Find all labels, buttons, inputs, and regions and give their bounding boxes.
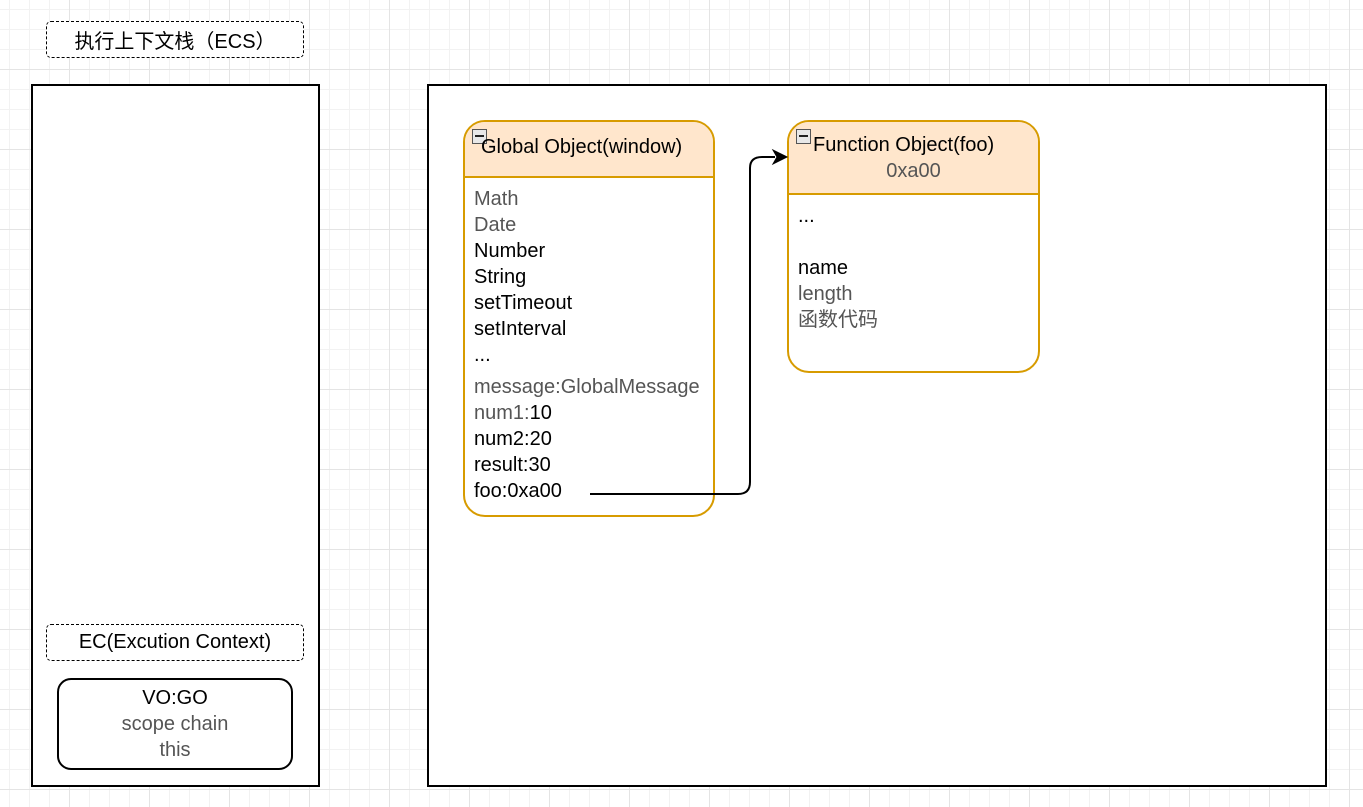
function-object-body: ... name length 函数代码 bbox=[789, 195, 1038, 333]
arrowhead-icon bbox=[771, 148, 789, 166]
collapse-icon[interactable] bbox=[472, 129, 487, 144]
vo-box: VO:GO scope chain this bbox=[57, 678, 293, 770]
this-text: this bbox=[159, 739, 191, 761]
list-item: Math bbox=[474, 188, 519, 210]
name-prop: name bbox=[798, 257, 849, 279]
ec-label: EC(Excution Context) bbox=[46, 624, 304, 661]
global-object-builtins: Math Date Number String setTimeout setIn… bbox=[465, 178, 713, 368]
foo-reference-edge bbox=[590, 156, 775, 495]
ellipsis-text: ... bbox=[798, 205, 815, 227]
result-var: result:30 bbox=[474, 454, 551, 476]
global-object-header: Global Object(window) bbox=[465, 122, 713, 178]
list-item: setInterval bbox=[474, 318, 567, 340]
list-item: ... bbox=[474, 344, 491, 366]
function-object-title: Function Object(foo) bbox=[813, 134, 995, 156]
list-item: String bbox=[474, 266, 527, 288]
function-object-node[interactable]: Function Object(foo) 0xa00 ... name leng… bbox=[787, 120, 1040, 373]
global-object-node[interactable]: Global Object(window) Math Date Number S… bbox=[463, 120, 715, 517]
num1-key: num1: bbox=[474, 402, 530, 424]
num1-var: num1:10 bbox=[474, 400, 713, 426]
ec-label-text: EC(Excution Context) bbox=[78, 631, 272, 653]
message-var: message:GlobalMessage bbox=[474, 376, 700, 398]
vo-go-text: VO:GO bbox=[142, 687, 208, 709]
list-item: setTimeout bbox=[474, 292, 573, 314]
list-item: Number bbox=[474, 240, 546, 262]
global-object-vars: message:GlobalMessage num1:10 num2:20 re… bbox=[465, 368, 713, 504]
function-object-header: Function Object(foo) 0xa00 bbox=[789, 122, 1038, 195]
ecs-title: 执行上下文栈（ECS） bbox=[46, 21, 304, 58]
num1-value: 10 bbox=[529, 402, 552, 424]
ecs-title-text: 执行上下文栈（ECS） bbox=[74, 31, 276, 53]
foo-var: foo:0xa00 bbox=[474, 480, 562, 502]
list-item: Date bbox=[474, 214, 517, 236]
function-object-address: 0xa00 bbox=[886, 160, 941, 182]
collapse-icon[interactable] bbox=[796, 129, 811, 144]
num2-var: num2:20 bbox=[474, 428, 552, 450]
global-object-title: Global Object(window) bbox=[481, 136, 683, 158]
length-prop: length bbox=[798, 283, 853, 305]
function-code: 函数代码 bbox=[798, 309, 878, 331]
scope-chain-text: scope chain bbox=[121, 713, 229, 735]
ecs-stack-panel bbox=[31, 84, 320, 787]
